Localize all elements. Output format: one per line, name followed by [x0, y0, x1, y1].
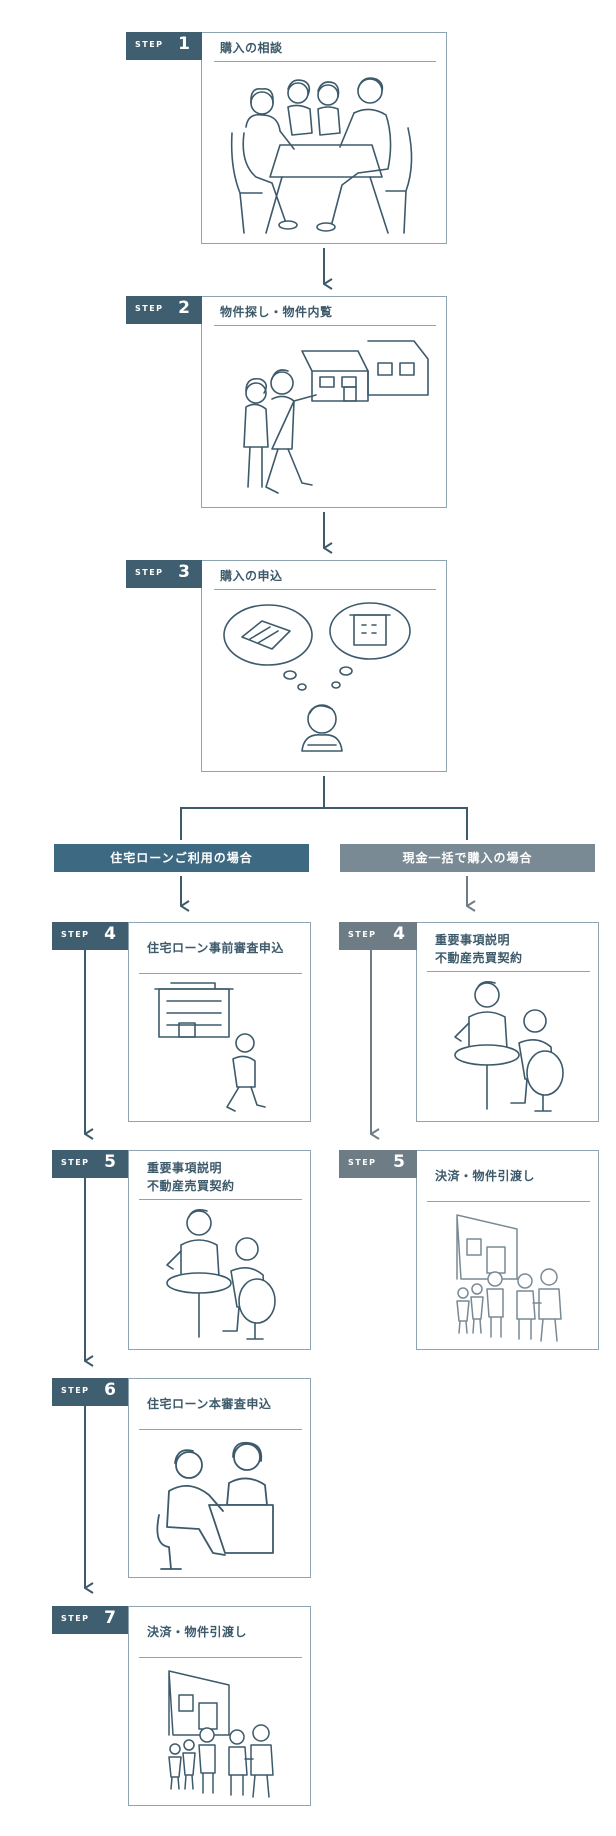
step-number: 1	[178, 34, 190, 54]
step-label: STEP	[61, 1386, 90, 1395]
loan-step-4-badge: STEP 4	[52, 922, 128, 950]
step-number: 3	[178, 562, 190, 582]
step-number: 7	[104, 1608, 116, 1628]
consultation-at-desk-icon	[155, 1435, 285, 1573]
step-number: 4	[104, 924, 116, 944]
step-number: 6	[104, 1380, 116, 1400]
title-divider	[139, 1199, 302, 1200]
step-title: 住宅ローン事前審査申込	[147, 941, 284, 955]
cash-step-4-card: 重要事項説明 不動産売買契約	[416, 922, 599, 1122]
step-label: STEP	[135, 304, 164, 313]
step-1-badge: STEP 1	[126, 32, 202, 60]
loan-step-4-card: 住宅ローン事前審査申込	[128, 922, 311, 1122]
key-handover-icon	[447, 1207, 577, 1345]
loan-step-7-card: 決済・物件引渡し	[128, 1606, 311, 1806]
meeting-at-table-icon	[447, 977, 567, 1117]
step-2-card: 物件探し・物件内覧	[201, 296, 447, 508]
cash-step-4-badge: STEP 4	[339, 922, 417, 950]
step-title: 物件探し・物件内覧	[220, 305, 333, 319]
cash-step-5-badge: STEP 5	[339, 1150, 417, 1178]
title-divider	[214, 61, 436, 62]
key-handover-icon	[159, 1663, 289, 1801]
step-title: 決済・物件引渡し	[147, 1625, 248, 1639]
cash-step-5-card: 決済・物件引渡し	[416, 1150, 599, 1350]
step-number: 5	[393, 1152, 405, 1172]
step-3-badge: STEP 3	[126, 560, 202, 588]
step-label: STEP	[135, 568, 164, 577]
loan-step-7-badge: STEP 7	[52, 1606, 128, 1634]
family-at-table-icon	[222, 73, 428, 235]
branch-cash-header: 現金一括で購入の場合	[340, 844, 595, 872]
step-1-card: 購入の相談	[201, 32, 447, 244]
loan-step-5-card: 重要事項説明 不動産売買契約	[128, 1150, 311, 1350]
step-label: STEP	[135, 40, 164, 49]
step-title: 購入の相談	[220, 41, 283, 55]
step-label: STEP	[348, 1158, 377, 1167]
branch-loan-header: 住宅ローンご利用の場合	[54, 844, 309, 872]
title-divider	[139, 1429, 302, 1430]
step-3-card: 購入の申込	[201, 560, 447, 772]
step-2-badge: STEP 2	[126, 296, 202, 324]
step-title: 決済・物件引渡し	[435, 1169, 536, 1183]
title-divider	[427, 971, 590, 972]
title-divider	[139, 973, 302, 974]
title-divider	[214, 325, 436, 326]
step-title: 重要事項説明 不動産売買契約	[147, 1161, 235, 1193]
title-divider	[214, 589, 436, 590]
step-title: 購入の申込	[220, 569, 283, 583]
step-title: 重要事項説明 不動産売買契約	[435, 933, 523, 965]
title-divider	[427, 1201, 590, 1202]
step-title: 住宅ローン本審査申込	[147, 1397, 272, 1411]
step-number: 2	[178, 298, 190, 318]
meeting-at-table-icon	[159, 1205, 279, 1345]
loan-step-5-badge: STEP 5	[52, 1150, 128, 1178]
step-number: 4	[393, 924, 405, 944]
person-walking-to-bank-icon	[149, 979, 289, 1115]
loan-step-6-card: 住宅ローン本審査申込	[128, 1378, 311, 1578]
title-divider	[139, 1657, 302, 1658]
step-label: STEP	[61, 1614, 90, 1623]
step-label: STEP	[61, 1158, 90, 1167]
step-label: STEP	[348, 930, 377, 939]
person-thinking-of-house-and-bank-icon	[220, 601, 430, 763]
step-label: STEP	[61, 930, 90, 939]
step-number: 5	[104, 1152, 116, 1172]
couple-viewing-house-icon	[232, 337, 432, 499]
branch-split-connector	[180, 776, 468, 840]
loan-step-6-badge: STEP 6	[52, 1378, 128, 1406]
